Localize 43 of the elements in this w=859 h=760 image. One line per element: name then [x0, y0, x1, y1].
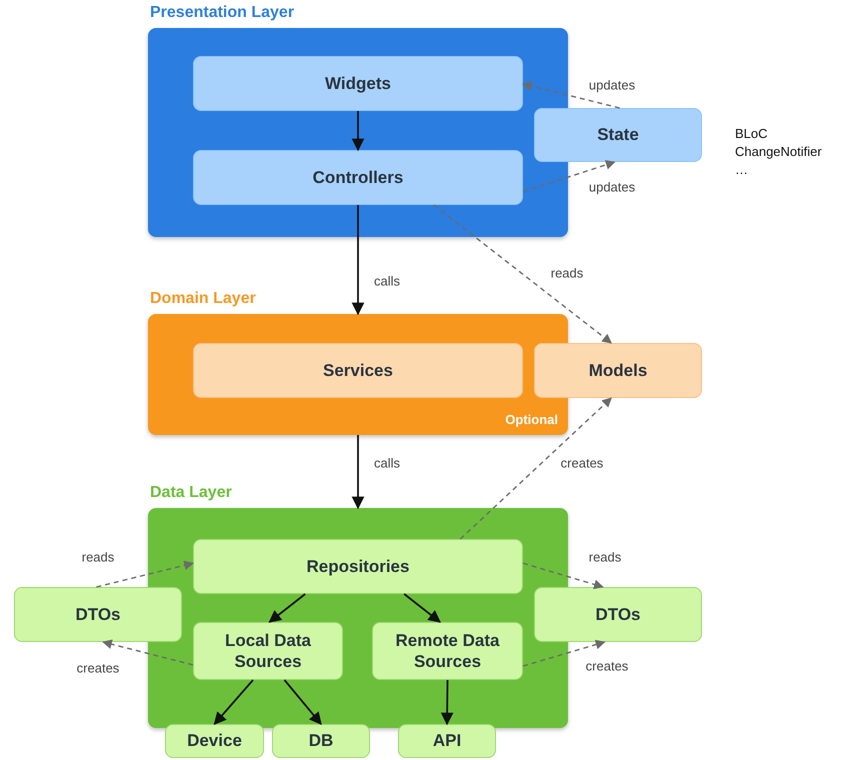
arrow [352, 205, 364, 316]
arrow [522, 640, 606, 667]
component-box: DB [272, 724, 370, 758]
arrow [96, 560, 194, 588]
arrow [284, 679, 322, 725]
component-box: Controllers [193, 150, 523, 205]
component-box: Widgets [193, 56, 523, 111]
layer-note: Optional [505, 412, 558, 427]
arrow [102, 639, 194, 666]
component-box: API [398, 724, 496, 758]
edge-label: updates [586, 180, 638, 194]
arrow [352, 435, 364, 510]
edge-label: calls [372, 456, 402, 470]
arrow [433, 204, 612, 344]
component-box: DTOs [534, 587, 702, 642]
edge-label: reads [586, 550, 624, 564]
layer-heading: Domain Layer [150, 290, 256, 308]
edge-label: reads [80, 550, 116, 564]
component-box: Services [193, 343, 523, 398]
arrow [460, 397, 612, 540]
component-box: Models [534, 343, 702, 398]
edge-label: calls [372, 274, 402, 288]
component-box: Device [165, 724, 264, 758]
layer-heading: Data Layer [150, 484, 232, 502]
component-box: Local Data Sources [193, 622, 343, 680]
edge-label: updates [586, 78, 638, 92]
arrow [214, 679, 254, 725]
layer-heading: Presentation Layer [150, 4, 294, 22]
arrow [404, 593, 441, 623]
component-box: State [534, 108, 702, 162]
note-text: ChangeNotifier [735, 144, 822, 159]
arrow [522, 81, 620, 109]
note-text: … [735, 162, 748, 177]
note-text: BLoC [735, 126, 768, 141]
component-box: DTOs [14, 587, 182, 642]
arrow [268, 593, 306, 623]
arrow [522, 160, 616, 192]
component-box: Repositories [193, 539, 523, 594]
arrow [352, 111, 364, 152]
arrow [522, 562, 604, 590]
edge-label: reads [548, 266, 586, 280]
component-box: Remote Data Sources [372, 622, 523, 680]
arrow [440, 680, 454, 726]
